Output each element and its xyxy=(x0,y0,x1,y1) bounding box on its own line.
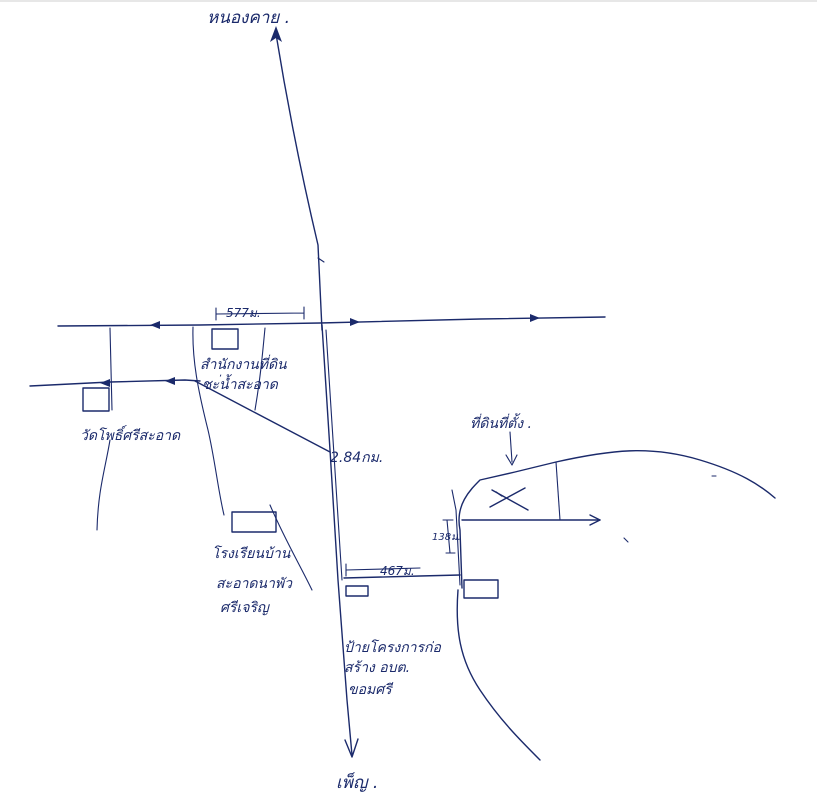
dimension-line-lower xyxy=(345,563,421,577)
school-lane-right xyxy=(254,327,266,411)
land-office-label-line2: ชะ่น้ำสะอาด xyxy=(202,374,279,393)
school-access-road xyxy=(269,504,313,591)
road-direction-arrow xyxy=(165,377,175,385)
short-dimension-line xyxy=(442,519,456,554)
east-west-road xyxy=(57,316,606,327)
main-highway-south xyxy=(321,324,353,756)
main-highway-north xyxy=(275,33,323,331)
road-tick xyxy=(623,537,629,543)
road-direction-arrow xyxy=(150,321,160,329)
lower-east-road xyxy=(343,574,461,579)
access-road-arrow-icon xyxy=(589,514,601,526)
road-to-temple xyxy=(29,379,201,387)
highway-second-lane xyxy=(325,329,343,581)
target-land-label: ที่ดินที่ตั้ง . xyxy=(470,413,532,432)
school-lane-left xyxy=(192,326,225,516)
bus-stop-label-line3: ขอมศรี xyxy=(348,682,394,698)
land-office-building-icon xyxy=(211,328,239,350)
school-label-line3: ศรีเจริญ xyxy=(220,600,271,616)
bus-stop-label-line1: ป้ายโครงการก่อ xyxy=(344,639,442,656)
roadside-building-icon xyxy=(463,579,499,599)
north-direction-label: หนองคาย . xyxy=(207,8,290,28)
south-direction-label: เพ็ญ . xyxy=(336,772,378,793)
plot-side-line xyxy=(451,489,461,586)
distance-label-short: 138ม. xyxy=(432,532,461,543)
distance-label-highway: 2.84กม. xyxy=(330,450,383,466)
right-road-lower-outline xyxy=(456,589,541,761)
target-plot-x-marker xyxy=(489,487,529,511)
distance-label-top: 577ม. xyxy=(226,306,261,320)
school-label-line2: สะอาดนาพัว xyxy=(216,576,293,592)
south-arrow-icon xyxy=(344,738,359,758)
bus-stop-label-line2: สร้าง อบต. xyxy=(344,660,410,676)
bus-stop-sign-icon xyxy=(345,585,369,597)
road-direction-arrow xyxy=(100,379,110,387)
school-label-line1: โรงเรียนบ้าน xyxy=(212,545,291,562)
road-direction-arrow xyxy=(530,314,540,322)
target-pointer-line xyxy=(509,431,513,463)
temple-building-icon xyxy=(82,387,110,412)
dimension-line-top xyxy=(215,306,305,321)
school-building-icon xyxy=(231,511,277,533)
diagonal-road-to-highway xyxy=(194,380,331,453)
target-pointer-arrow-icon xyxy=(505,454,518,466)
temple-lane-curve xyxy=(96,439,111,531)
distance-label-lower: 467ม. xyxy=(380,564,415,578)
plot-east-boundary xyxy=(555,461,561,521)
right-road-outline xyxy=(458,450,776,589)
road-direction-arrow xyxy=(350,318,360,326)
temple-label: วัดโพธิ์ศรีสะอาด xyxy=(80,425,181,444)
highway-tick xyxy=(317,257,325,263)
left-vertical-road xyxy=(109,327,113,411)
land-office-label-line1: สำนักงานที่ดิน xyxy=(200,354,287,373)
north-arrow-icon xyxy=(270,26,282,42)
